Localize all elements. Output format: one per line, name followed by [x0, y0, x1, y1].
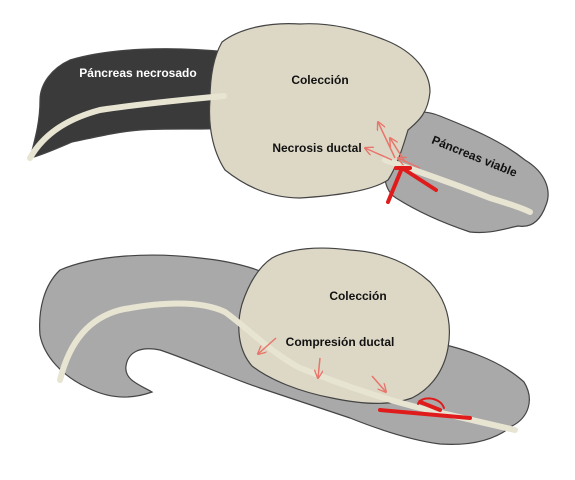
compression-arrow	[258, 337, 277, 354]
compression-arrow	[371, 375, 386, 392]
duct-stenosis-marker	[378, 397, 472, 420]
leak-arrow	[398, 158, 421, 169]
duct-top-viable	[382, 157, 533, 215]
ductal-leak-arrows	[365, 122, 421, 169]
duct-rupture-marker	[386, 166, 438, 204]
compression-arrow	[318, 357, 320, 378]
ductal-compression-label: Compresión ductal	[286, 335, 395, 349]
leak-arrow	[378, 122, 396, 159]
collection-label-top: Colección	[291, 73, 348, 87]
necrotic-pancreas-label: Páncreas necrosado	[79, 66, 196, 80]
collection-label-bottom: Colección	[329, 289, 386, 303]
ductal-necrosis-label: Necrosis ductal	[272, 141, 361, 155]
leak-arrow	[390, 138, 406, 163]
bottom-panel: Colección Compresión ductal	[39, 247, 530, 445]
duct-bottom	[57, 300, 518, 433]
duct-top-necrotic	[27, 93, 227, 161]
compression-arrows	[258, 337, 386, 392]
top-panel: Páncreas necrosado Colección Necrosis du…	[27, 23, 549, 234]
leak-arrow	[365, 148, 393, 161]
